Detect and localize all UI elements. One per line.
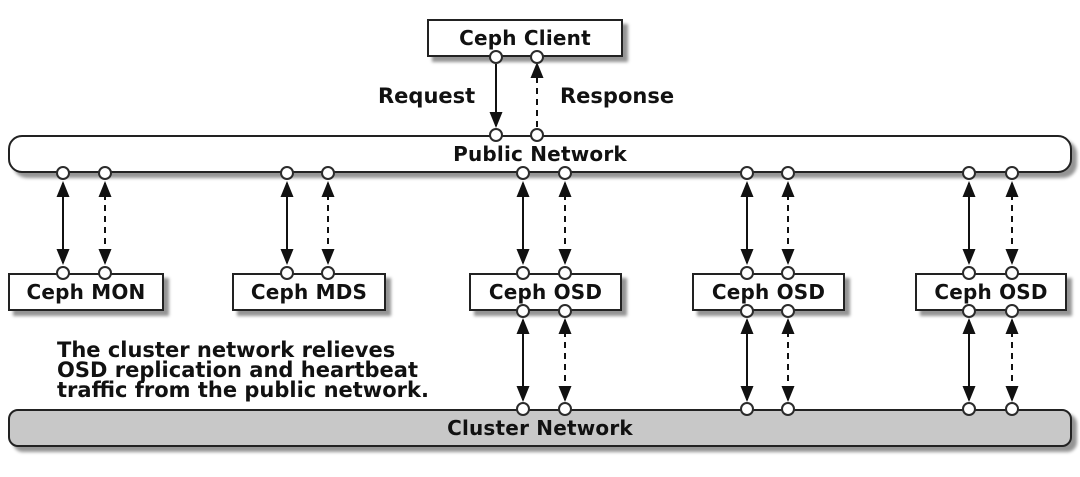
cluster-network-bar: Cluster Network (8, 409, 1072, 447)
annotation-line-2: OSD replication and heartbeat (57, 358, 418, 382)
public-mon-arrows (56, 181, 112, 265)
public-osd3-arrows (962, 181, 1019, 265)
node-label-ceph-osd-3: Ceph OSD (934, 280, 1048, 304)
public-mds-arrows (280, 181, 335, 265)
node-ceph-osd-2: Ceph OSD (692, 273, 845, 311)
public-osd1-arrows (516, 181, 572, 265)
node-ceph-client: Ceph Client (427, 19, 623, 57)
node-label-ceph-osd-2: Ceph OSD (711, 280, 826, 304)
annotation-line-1: The cluster network relieves (57, 338, 396, 362)
osd1-cluster-arrows (516, 318, 572, 402)
node-label-ceph-mds: Ceph MDS (250, 280, 368, 304)
annotation-line-3: traffic from the public network. (57, 378, 429, 402)
cluster-network-label: Cluster Network (447, 416, 633, 440)
node-ceph-mds: Ceph MDS (232, 273, 386, 311)
node-label-ceph-mon: Ceph MON (26, 280, 146, 304)
public-network-bar: Public Network (8, 135, 1072, 173)
osd3-cluster-arrows (962, 318, 1019, 402)
node-label-ceph-client: Ceph Client (459, 26, 591, 50)
response-label: Response (560, 84, 675, 108)
public-osd2-arrows (740, 181, 795, 265)
node-ceph-osd-1: Ceph OSD (469, 273, 622, 311)
request-label: Request (378, 84, 476, 108)
cluster-network-annotation: The cluster network relieves OSD replica… (57, 338, 429, 402)
osd2-cluster-arrows (740, 318, 795, 402)
node-label-ceph-osd-1: Ceph OSD (488, 280, 603, 304)
node-ceph-mon: Ceph MON (8, 273, 164, 311)
node-ceph-osd-3: Ceph OSD (915, 273, 1067, 311)
public-network-label: Public Network (453, 142, 627, 166)
